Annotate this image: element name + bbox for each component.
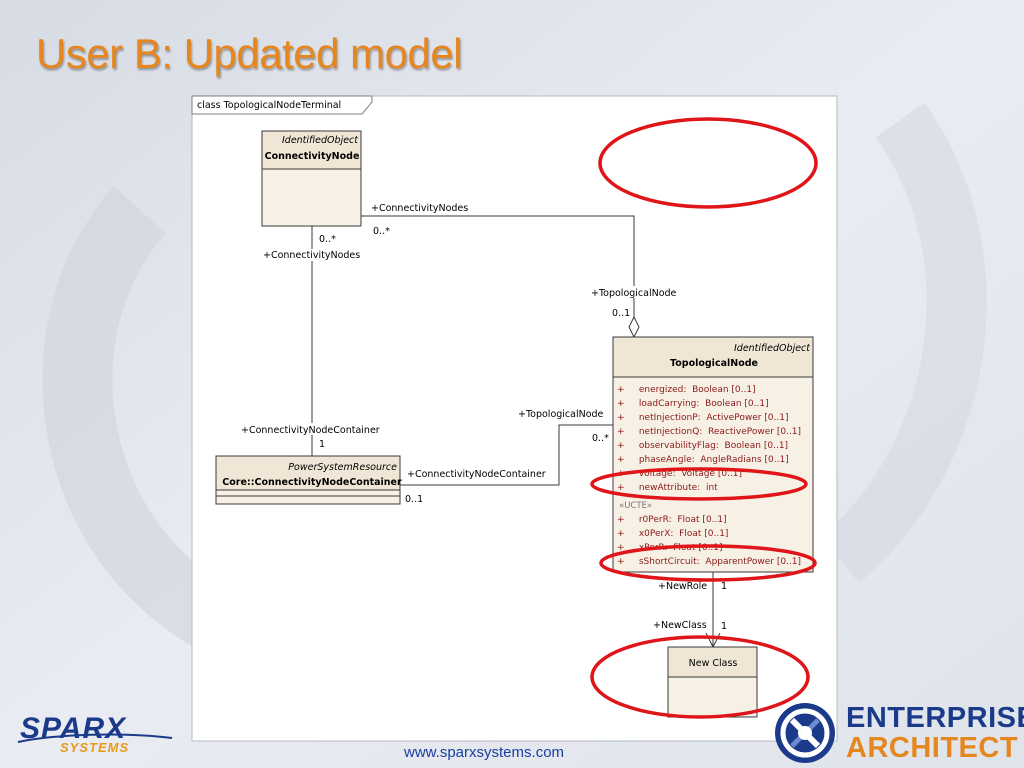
role-label: +NewRole bbox=[658, 581, 707, 592]
slide-title: User B: Updated model bbox=[36, 30, 463, 77]
attribute-row: + observabilityFlag: Boolean [0..1] bbox=[617, 441, 788, 451]
class-new-class[interactable]: New Class bbox=[667, 646, 758, 718]
footer-url[interactable]: www.sparxsystems.com bbox=[404, 744, 565, 761]
class-name: New Class bbox=[689, 658, 738, 669]
attribute-row: + x0PerX: Float [0..1] bbox=[617, 529, 728, 539]
ea-wordmark-architect: ARCHITECT bbox=[846, 732, 1019, 764]
multiplicity-label: 0..1 bbox=[612, 308, 630, 319]
highlight-ellipse-short-circuit bbox=[599, 544, 817, 582]
highlight-annotations bbox=[590, 117, 818, 719]
attribute-row: + netInjectionQ: ReactivePower [0..1] bbox=[617, 427, 801, 437]
multiplicity-label: 1 bbox=[721, 621, 727, 632]
class-stereotype: IdentifiedObject bbox=[282, 135, 359, 146]
enterprise-architect-logo: ENTERPRISE ARCHITECT bbox=[772, 700, 1024, 766]
connector-cn-tn[interactable] bbox=[361, 215, 635, 319]
highlight-ellipse-new-class bbox=[590, 635, 810, 719]
sparx-swoosh-icon bbox=[17, 733, 173, 743]
role-label: +TopologicalNode bbox=[591, 288, 677, 299]
association-labels: +ConnectivityNodes 0..* +TopologicalNode… bbox=[239, 201, 727, 632]
multiplicity-label: 0..* bbox=[319, 234, 336, 245]
role-label: +NewClass bbox=[653, 620, 707, 631]
multiplicity-label: 0..* bbox=[592, 433, 609, 444]
sparx-systems-logo: SPARX SYSTEMS bbox=[16, 712, 176, 762]
attribute-row: + r0PerR: Float [0..1] bbox=[617, 515, 727, 525]
frame-label-tab bbox=[191, 95, 373, 115]
class-topological-node[interactable]: IdentifiedObject TopologicalNode + energ… bbox=[612, 336, 814, 573]
class-connectivity-node-container[interactable]: PowerSystemResource Core::ConnectivityNo… bbox=[215, 455, 402, 505]
class-stereotype: PowerSystemResource bbox=[288, 462, 397, 473]
role-label: +ConnectivityNodeContainer bbox=[407, 469, 546, 480]
attribute-row: + netInjectionP: ActivePower [0..1] bbox=[617, 413, 789, 423]
ea-emblem-icon bbox=[775, 703, 835, 763]
multiplicity-label: 0..1 bbox=[405, 494, 423, 505]
highlight-ellipse-new-attribute bbox=[590, 467, 808, 501]
attribute-row: + energized: Boolean [0..1] bbox=[617, 385, 756, 395]
frame-label: class TopologicalNodeTerminal bbox=[197, 100, 341, 111]
sparx-wordmark: SPARX bbox=[20, 712, 127, 745]
ea-wordmark-enterprise: ENTERPRISE bbox=[846, 702, 1024, 734]
sparx-subtitle: SYSTEMS bbox=[60, 740, 130, 755]
class-connectivity-node[interactable]: IdentifiedObject ConnectivityNode bbox=[261, 130, 362, 227]
class-stereotype: IdentifiedObject bbox=[734, 343, 811, 354]
class-name: Core::ConnectivityNodeContainer bbox=[222, 477, 402, 488]
connector-tn-cnc[interactable] bbox=[400, 424, 613, 486]
highlight-ellipse-empty bbox=[598, 117, 818, 209]
attribute-section-label: «UCTE» bbox=[619, 501, 652, 511]
attribute-row: + loadCarrying: Boolean [0..1] bbox=[617, 399, 769, 409]
multiplicity-label: 1 bbox=[721, 581, 727, 592]
role-label: +ConnectivityNodes bbox=[371, 203, 468, 214]
attribute-row: + newAttribute: int bbox=[617, 483, 718, 493]
attribute-row: + sShortCircuit: ApparentPower [0..1] bbox=[617, 557, 801, 567]
class-name: ConnectivityNode bbox=[265, 151, 360, 162]
role-label: +ConnectivityNodes bbox=[263, 250, 360, 261]
attribute-row: + phaseAngle: AngleRadians [0..1] bbox=[617, 455, 789, 465]
multiplicity-label: 0..* bbox=[373, 226, 390, 237]
attribute-row: + voltage: Voltage [0..1] bbox=[617, 469, 742, 479]
role-label: +ConnectivityNodeContainer bbox=[241, 425, 380, 436]
class-name: TopologicalNode bbox=[670, 358, 758, 369]
role-label: +TopologicalNode bbox=[518, 409, 604, 420]
multiplicity-label: 1 bbox=[319, 439, 325, 450]
